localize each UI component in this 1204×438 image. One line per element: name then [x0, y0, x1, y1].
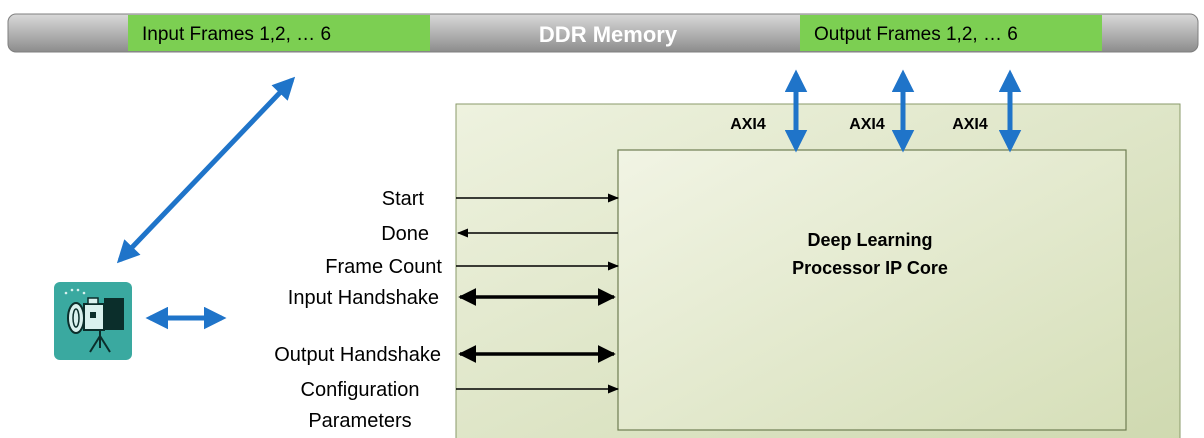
output-handshake-label: Output Handshake	[274, 344, 441, 366]
output-frames-region	[800, 15, 1102, 51]
ip-core-block	[617, 149, 1127, 431]
ip-core-title-line1: Deep Learning	[807, 230, 932, 250]
ip-core-title-line2: Processor IP Core	[792, 258, 948, 278]
input-frames-label: Input Frames 1,2, … 6	[142, 24, 331, 45]
output-frames-label: Output Frames 1,2, … 6	[814, 24, 1018, 45]
configuration-label-line2: Parameters	[308, 410, 411, 432]
camera-icon	[54, 282, 132, 360]
signal-arrows	[456, 193, 620, 394]
axi4-label-3: AXI4	[952, 116, 988, 133]
input-frames-region	[128, 15, 430, 51]
start-label: Start	[382, 188, 425, 210]
done-label: Done	[381, 223, 429, 245]
input-handshake-label: Input Handshake	[288, 287, 439, 309]
axi4-label-1: AXI4	[730, 116, 766, 133]
ddr-memory-title: DDR Memory	[539, 22, 678, 47]
configuration-label-line1: Configuration	[301, 379, 420, 401]
axi4-label-2: AXI4	[849, 116, 885, 133]
axi4-connections: AXI4 AXI4 AXI4	[730, 69, 1022, 153]
camera-memory-arrow	[116, 76, 296, 264]
frame-count-label: Frame Count	[325, 256, 442, 278]
signal-labels: Start Done Frame Count Input Handshake O…	[274, 188, 442, 432]
ddr-memory-bar: Input Frames 1,2, … 6 DDR Memory Output …	[7, 13, 1199, 53]
